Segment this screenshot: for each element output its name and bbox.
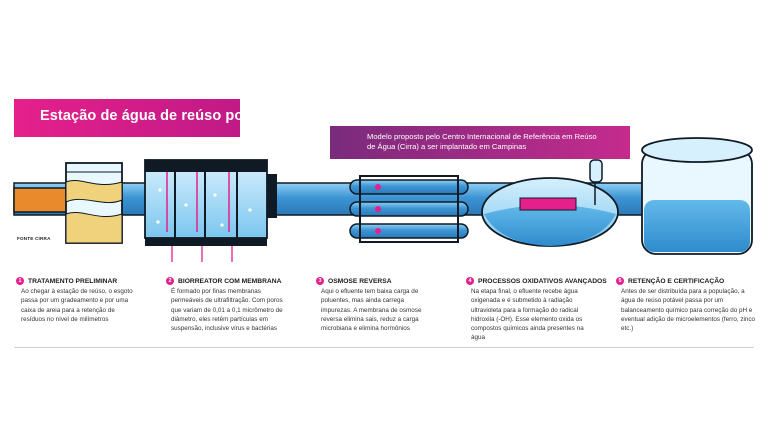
step-2: 2 BIORREATOR COM MEMBRANA É formado por … [166, 277, 286, 333]
step-description: É formado por finas membranas permeáveis… [171, 288, 283, 333]
step-number: 5 [616, 277, 624, 285]
sewage-inlet [13, 187, 69, 213]
step-description: Ao chegar à estação de reúso, o esgoto p… [21, 288, 133, 323]
step-number: 2 [166, 277, 174, 285]
step-title: PROCESSOS OXIDATIVOS AVANÇADOS [478, 277, 607, 285]
step-title: RETENÇÃO E CERTIFICAÇÃO [628, 277, 725, 285]
step-title: OSMOSE REVERSA [328, 277, 392, 285]
step-description: Antes de ser distribuída para a populaçã… [621, 288, 756, 333]
step-number: 4 [466, 277, 474, 285]
source-label: FONTE CIRRA [17, 236, 51, 241]
oxidative-process-unit [481, 159, 619, 247]
step-number: 1 [16, 277, 24, 285]
membrane-bioreactor-unit [144, 159, 277, 262]
step-description: Na etapa final, o efluente recebe água o… [471, 288, 584, 342]
subtitle-banner [330, 126, 630, 159]
step-4: 4 PROCESSOS OXIDATIVOS AVANÇADOS Na etap… [466, 277, 607, 343]
divider [14, 347, 754, 348]
reverse-osmosis-unit [349, 175, 469, 243]
page-title: Estação de água de reúso potável [40, 108, 277, 124]
retention-tank-unit [641, 137, 753, 255]
step-title: BIORREATOR COM MEMBRANA [178, 277, 282, 285]
step-3: 3 OSMOSE REVERSA Aqui o efluente tem bai… [316, 277, 436, 333]
step-number: 3 [316, 277, 324, 285]
step-1: 1 TRATAMENTO PRELIMINAR Ao chegar à esta… [16, 277, 136, 324]
preliminary-treatment-unit [13, 162, 123, 244]
title-banner [14, 99, 240, 137]
step-title: TRATAMENTO PRELIMINAR [28, 277, 118, 285]
step-description: Aqui o efluente tem baixa carga de polue… [321, 288, 422, 333]
step-5: 5 RETENÇÃO E CERTIFICAÇÃO Antes de ser d… [616, 277, 756, 333]
page-subtitle: Modelo proposto pelo Centro Internaciona… [367, 132, 597, 151]
